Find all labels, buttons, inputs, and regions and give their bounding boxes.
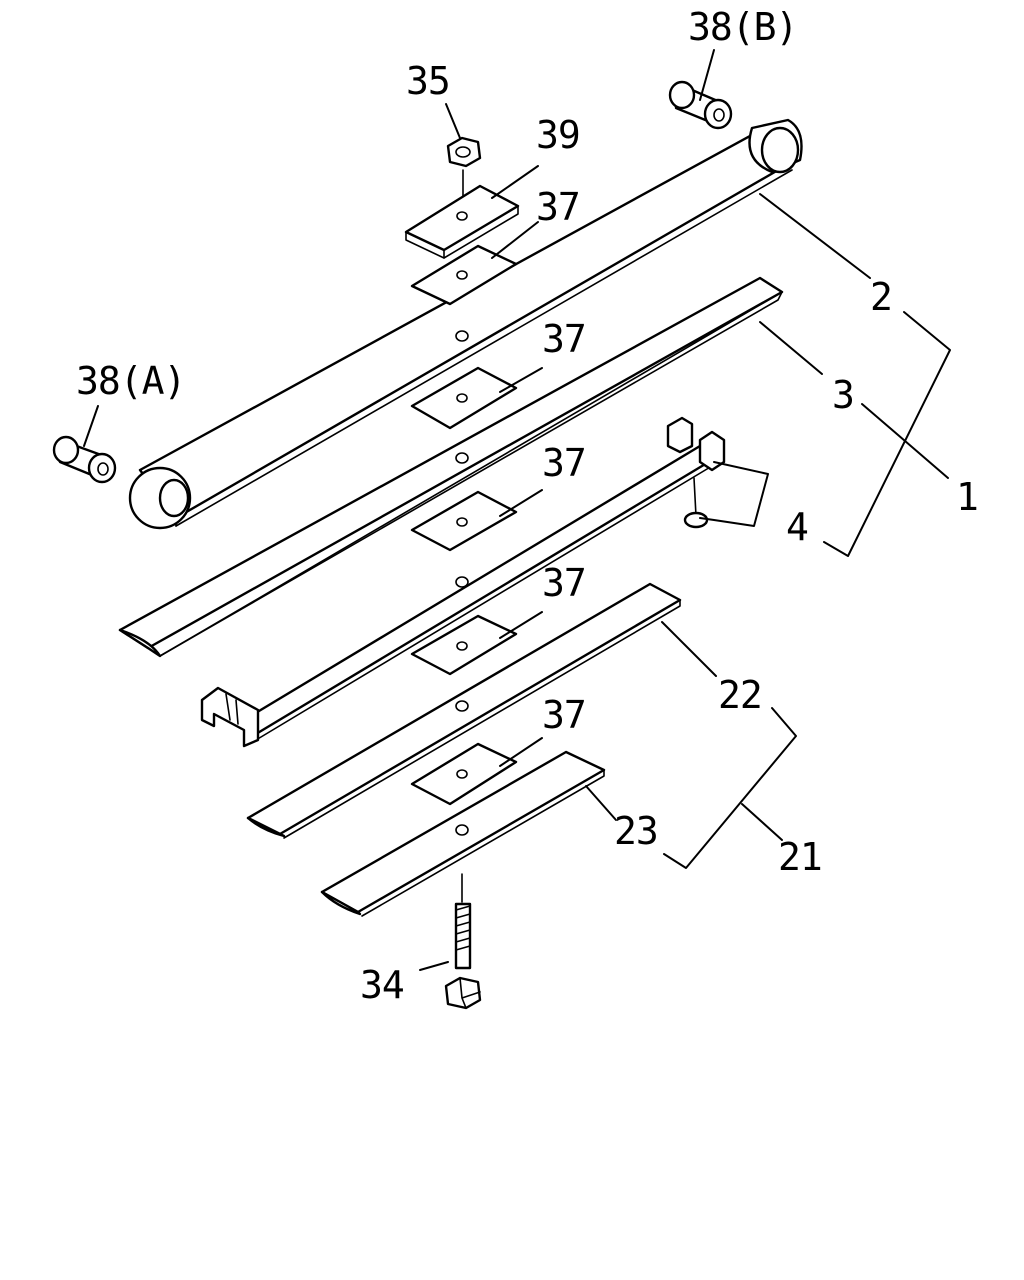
callout-38b: 38(B)	[688, 5, 797, 49]
callout-37-3: 37	[542, 441, 586, 485]
leaf-part-23	[320, 750, 606, 917]
callout-34: 34	[360, 963, 404, 1007]
callout-37-5: 37	[542, 693, 586, 737]
callout-37-4: 37	[542, 561, 586, 605]
bushing-38b	[668, 80, 733, 130]
callout-35: 35	[406, 59, 450, 103]
callout-22: 22	[718, 673, 762, 717]
main-leaf-part-2	[128, 118, 803, 530]
clip-plate-39	[404, 184, 520, 259]
callout-21: 21	[778, 835, 822, 879]
callout-37-top: 37	[536, 185, 580, 229]
leader-lines	[83, 49, 951, 971]
bushing-38a	[52, 435, 117, 484]
callout-23: 23	[614, 809, 658, 853]
callout-38a: 38(A)	[76, 359, 185, 403]
callout-3: 3	[832, 373, 854, 417]
leaf-part-3	[118, 276, 784, 658]
pad-37-top	[410, 244, 518, 306]
leaf-part-22	[246, 582, 682, 839]
bolt-part-4	[683, 477, 709, 529]
callout-39: 39	[536, 113, 580, 157]
pad-37-4	[410, 614, 518, 676]
rebound-clip-part-4	[200, 416, 726, 748]
callout-labels: 38(B) 35 39 37 2 37 38(A) 3 37 1 4 37 22…	[76, 5, 979, 1007]
pad-37-5	[410, 742, 518, 806]
pad-37-2	[410, 366, 518, 430]
callout-37-2: 37	[542, 317, 586, 361]
center-bolt-34	[444, 873, 482, 1010]
callout-1: 1	[956, 475, 978, 519]
callout-4: 4	[786, 505, 808, 549]
callout-2: 2	[870, 275, 892, 319]
pad-37-3	[410, 490, 518, 552]
